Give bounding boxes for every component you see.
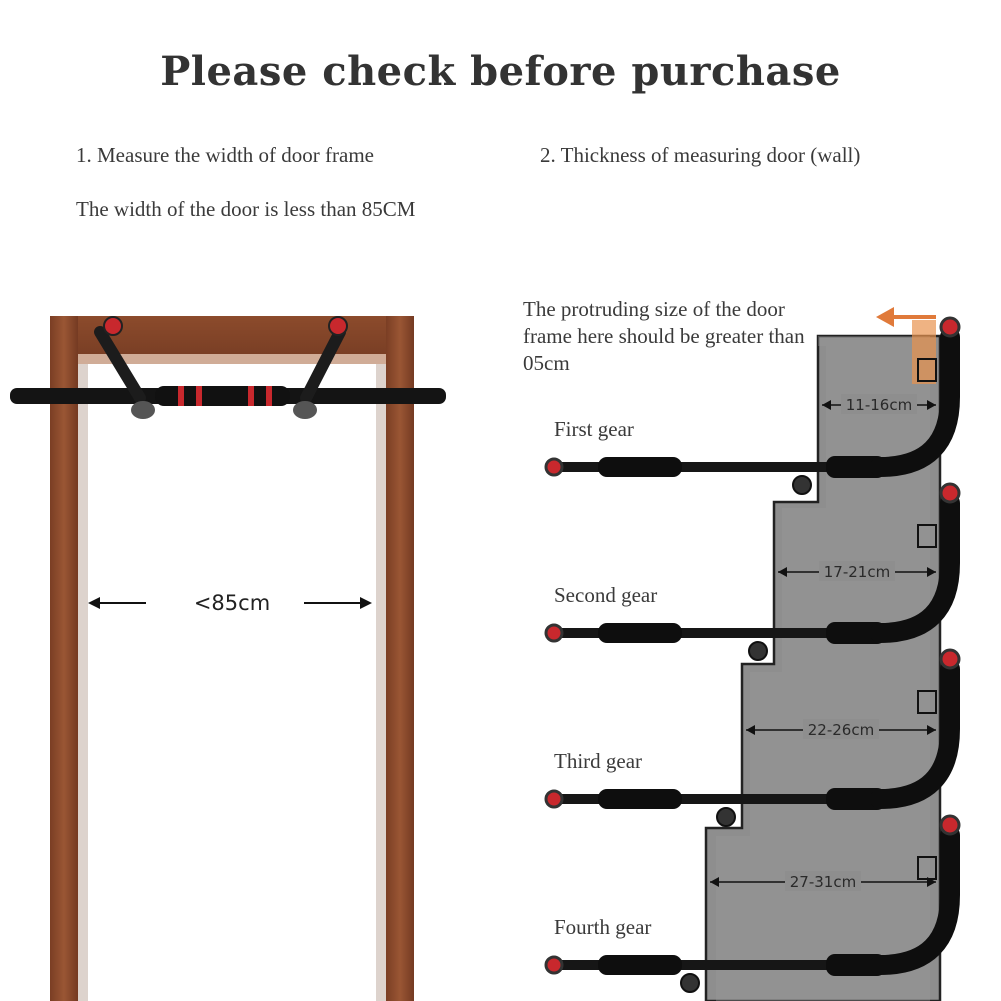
gear-label-3: Third gear [554,749,643,773]
width-arrows [88,597,372,609]
pull-up-bar [10,316,446,419]
gear-range-1: 11-16cm [846,396,912,414]
contact-wheel-2 [748,641,768,661]
end-cap-2 [544,623,564,643]
hook-wheel-3 [939,648,961,670]
step2-heading: 2. Thickness of measuring door (wall) [540,143,861,167]
step1-heading: 1. Measure the width of door frame [76,143,374,167]
protrusion-indicator [876,307,936,384]
hook-wheel-2 [939,482,961,504]
gear-bar-3 [544,648,961,827]
wall-profile [704,334,942,1001]
gear-bar-4 [544,814,961,993]
gear-dimension-4: 27-31cm [710,871,936,891]
gear-label-2: Second gear [554,583,658,607]
gear-range-2: 17-21cm [824,563,890,581]
hook-wheel-1 [939,316,961,338]
gear-bar-2 [544,482,961,661]
protrusion-note: The protruding size of the door frame he… [523,297,805,375]
hook-wheel-4 [939,814,961,836]
gear-dimension-3: 22-26cm [746,719,936,739]
gear-dimension-1: 11-16cm [822,394,936,414]
gear-dimension-2: 17-21cm [778,561,936,581]
contact-wheel-4 [680,973,700,993]
page-title: Please check before purchase [160,48,841,95]
gear-label-1: First gear [554,417,634,441]
width-limit-label: <85cm [194,591,270,615]
contact-wheel-1 [792,475,812,495]
contact-wheel-3 [716,807,736,827]
end-cap-1 [544,457,564,477]
end-cap-3 [544,789,564,809]
door-width-note: The width of the door is less than 85CM [76,197,416,221]
end-cap-4 [544,955,564,975]
gear-range-4: 27-31cm [790,873,856,891]
gear-range-3: 22-26cm [808,721,874,739]
gear-label-4: Fourth gear [554,915,652,939]
door-frame [50,316,414,1001]
